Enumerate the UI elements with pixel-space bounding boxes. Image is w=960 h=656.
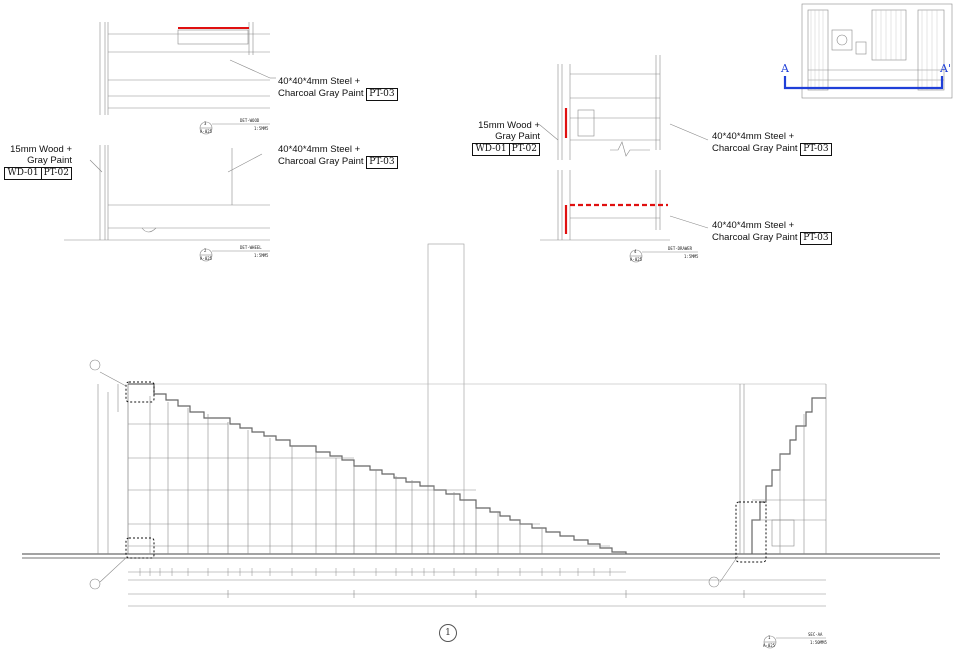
scale-text: 1:5MM5 <box>254 253 269 258</box>
paint-tag: PT-02 <box>509 143 540 156</box>
scale-text: 1:5MM5 <box>684 254 699 259</box>
section-cut-line <box>783 76 944 90</box>
callout-line-1: 40*40*4mm Steel + <box>278 144 361 155</box>
elevation-bubble: 1 <box>439 624 457 642</box>
detail-scale-wheel: 1:5MM5 <box>254 253 268 258</box>
section-mark-a-prime: A' <box>940 62 951 75</box>
callout-line-2-text: Charcoal Gray Paint <box>278 88 364 99</box>
callout-steel-det-wood: 40*40*4mm Steel + Charcoal Gray Paint PT… <box>278 76 398 101</box>
paint-tag: PT-03 <box>800 143 832 156</box>
bubble-number: 1 <box>768 635 771 640</box>
detail-sheet-drawer: A-025 <box>630 257 642 262</box>
detail-marker-2 <box>125 537 155 559</box>
callout-line-2: Charcoal Gray Paint PT-03 <box>278 87 398 101</box>
detail-wood <box>99 22 276 115</box>
callout-line-1: 15mm Wood + <box>10 144 72 155</box>
elevation-sec-aa <box>22 383 940 607</box>
callout-steel-det-drawer-2: 40*40*4mm Steel + Charcoal Gray Paint PT… <box>712 220 832 245</box>
detail-title-wood: DET-WOOD <box>240 118 259 123</box>
callout-steel-det-wheel: 40*40*4mm Steel + Charcoal Gray Paint PT… <box>278 144 398 169</box>
detail-num-drawer: 4 <box>634 249 636 254</box>
callout-line-1: 15mm Wood + <box>478 120 540 131</box>
callout-line-2: Charcoal Gray Paint PT-03 <box>712 231 832 245</box>
bubble-sheet: A-025 <box>763 643 776 648</box>
callout-line-2: Charcoal Gray Paint PT-03 <box>278 155 398 169</box>
title-text: DET-DRAWER <box>668 246 693 251</box>
paint-tag: PT-03 <box>800 232 832 245</box>
callout-line-2-text: Charcoal Gray Paint <box>712 232 798 243</box>
section-mark-a: A <box>781 62 789 75</box>
detail-title-drawer: DET-DRAWER <box>668 246 692 251</box>
title-text: SEC-AA <box>808 632 823 637</box>
title-text: DET-WHEEL <box>240 245 262 250</box>
detail-marker-3 <box>125 381 155 403</box>
detail-sheet-wood: A-025 <box>200 129 212 134</box>
detail-marker-4 <box>735 501 767 563</box>
callout-line-1: 40*40*4mm Steel + <box>712 131 795 142</box>
wood-tag: WD-01 <box>472 143 510 156</box>
scale-text: 1:5MM5 <box>254 126 269 131</box>
paint-tag: PT-03 <box>366 156 398 169</box>
detail-sheet-wheel: A-025 <box>200 256 212 261</box>
callout-line-2-text: Charcoal Gray Paint <box>278 156 364 167</box>
callout-line-2: Gray Paint <box>495 131 540 142</box>
paint-tag: PT-03 <box>366 88 398 101</box>
key-plan <box>801 3 953 99</box>
section-sheet: A-025 <box>763 643 775 648</box>
detail-scale-wood: 1:5MM5 <box>254 126 268 131</box>
scale-text: 1:50MM5 <box>810 640 827 645</box>
paint-tag: PT-02 <box>41 167 72 180</box>
bubble-sheet: A-025 <box>200 256 213 261</box>
detail-drawer <box>539 55 709 241</box>
detail-wheel <box>64 145 270 241</box>
callout-steel-det-drawer-1: 40*40*4mm Steel + Charcoal Gray Paint PT… <box>712 131 832 156</box>
callout-line-1: 40*40*4mm Steel + <box>278 76 361 87</box>
callout-line-2: Gray Paint <box>27 155 72 166</box>
section-title: SEC-AA <box>808 632 822 637</box>
bubble-sheet: A-025 <box>200 129 213 134</box>
section-scale: 1:50MM5 <box>810 640 827 645</box>
bubble-number: 4 <box>634 249 637 254</box>
callout-line-2-text: Charcoal Gray Paint <box>712 143 798 154</box>
detail-title-wheel: DET-WHEEL <box>240 245 262 250</box>
title-text: DET-WOOD <box>240 118 260 123</box>
bubble-number: 3 <box>204 121 207 126</box>
callout-line-2: Charcoal Gray Paint PT-03 <box>712 142 832 156</box>
wood-tag: WD-01 <box>4 167 42 180</box>
bubble-number: 2 <box>204 248 207 253</box>
detail-scale-drawer: 1:5MM5 <box>684 254 698 259</box>
detail-num-wheel: 2 <box>204 248 206 253</box>
bubble-sheet: A-025 <box>630 257 643 262</box>
detail-num-wood: 3 <box>204 121 206 126</box>
callout-line-1: 40*40*4mm Steel + <box>712 220 795 231</box>
section-num: 1 <box>768 635 770 640</box>
